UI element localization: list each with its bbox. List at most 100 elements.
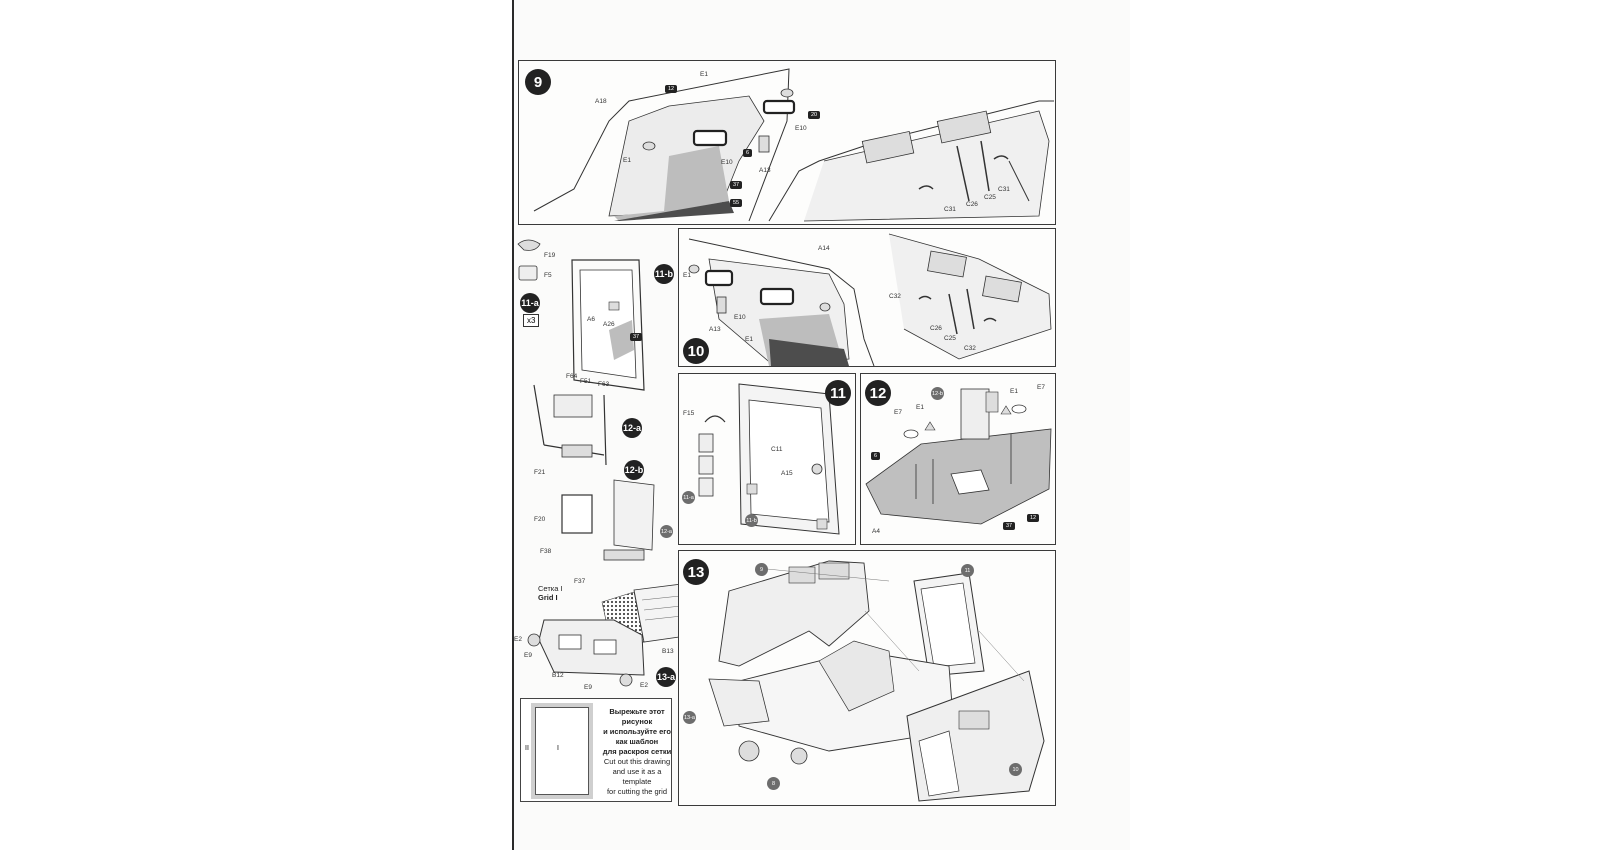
sub-12-b-number: 12-b [624,460,644,480]
part-label: C26 [930,325,942,332]
sub-11-b-number: 11-b [654,264,674,284]
part-label: C32 [964,345,976,352]
ref-badge: 12-b [931,387,944,400]
paint-ref-badge: 6 [871,452,881,460]
grid-title-ru: Сетка I [538,584,563,593]
grid-template-box: II I [520,698,672,802]
part-label: F64 [566,373,578,380]
part-label: C25 [944,335,956,342]
sub-13-a-number: 13-a [656,667,676,687]
part-label: B13 [662,648,674,655]
part-label: A13 [709,326,721,333]
ref-badge: 13-a [683,711,696,724]
paint-ref-badge: 37 [630,333,643,341]
step-12-panel: 12 E7 E1 E1 E7 A4 12-b 6 37 12 [860,373,1056,545]
part-label: F5 [544,272,552,279]
template-text-ru-3: как шаблон [615,737,659,746]
template-text-en-3: for cutting the grid [606,787,668,796]
ref-badge: 11-b [745,514,758,527]
paint-ref-badge: 37 [730,181,743,189]
step-11-number: 11 [825,380,851,406]
part-label: C31 [998,186,1010,193]
part-label: C26 [966,201,978,208]
step-10-panel: 10 E1 A14 A13 E10 E1 C32 C26 C25 C32 [678,228,1056,367]
ref-badge: 12-a [660,525,673,538]
part-label: C11 [771,446,783,453]
template-text-ru-4: для раскроя сетки [602,747,672,756]
paint-ref-badge: 37 [1003,522,1016,530]
part-label: A26 [603,321,615,328]
step-13-number: 13 [683,559,709,585]
part-label: B12 [552,672,564,679]
step-9-number: 9 [525,69,551,95]
part-label: E2 [514,636,522,643]
step-9-panel: 9 A18 E1 E1 E10 E10 A13 C26 C25 C31 C31 … [518,60,1056,225]
ref-badge: 11-a [682,491,695,504]
part-label: A18 [595,98,607,105]
step-13-panel: 13 9 11 13-a 8 10 [678,550,1056,806]
sub-12-drawing [533,384,655,561]
part-label: F19 [544,252,556,259]
sub-13-a-drawing [527,583,687,687]
part-label: E10 [721,159,733,166]
step-11-panel: 11 F15 C11 A15 11-a 11-b [678,373,856,545]
step-11-drawing [698,383,840,535]
part-label: C32 [889,293,901,300]
template-marker-right: I [557,745,559,752]
part-label: E10 [795,125,807,132]
template-cutout-frame [535,707,589,795]
ref-badge: 10 [1009,763,1022,776]
ref-badge: 11 [961,564,974,577]
template-text-en-2: and use it as a template [612,767,662,786]
step-12-drawing [865,388,1052,525]
part-label: E1 [916,404,924,411]
part-label: F21 [534,469,546,476]
part-label: F15 [683,410,695,417]
template-text-ru-1: Вырежьте этот рисунок [609,707,665,726]
template-text-ru-2: и используйте его [603,727,671,736]
step-9-drawing [533,68,1054,222]
part-label: A14 [818,245,830,252]
step-10-drawing [688,233,1052,366]
part-label: F38 [540,548,552,555]
grid-title: Сетка I Grid I [538,584,563,602]
part-label: E9 [524,652,532,659]
paint-ref-badge: 6 [743,149,753,157]
part-label: A13 [759,167,771,174]
step-13-drawing [708,560,1045,802]
paint-ref-badge: 55 [730,199,743,207]
ref-badge: 8 [767,777,780,790]
part-label: C25 [984,194,996,201]
template-instructions: Вырежьте этот рисунок и используйте его … [598,707,676,797]
sub-11-drawing [517,239,645,391]
part-label: E1 [623,157,631,164]
instruction-page: 9 A18 E1 E1 E10 E10 A13 C26 C25 C31 C31 … [514,0,1130,850]
part-label: E9 [584,684,592,691]
part-label: E7 [1037,384,1045,391]
part-label: E1 [700,71,708,78]
sub-11-a-number: 11-a [520,293,540,313]
quantity-label: x3 [523,314,540,327]
part-label: F20 [534,516,546,523]
template-marker-left: II [525,745,529,752]
paint-ref-badge: 12 [665,85,678,93]
part-label: E2 [640,682,648,689]
page-binding-edge [512,0,515,850]
sub-12-a-number: 12-a [622,418,642,438]
step-10-number: 10 [683,338,709,364]
step-12-number: 12 [865,380,891,406]
part-label: E10 [734,314,746,321]
part-label: A15 [781,470,793,477]
paint-ref-badge: 20 [808,111,821,119]
part-label: F51 [580,378,592,385]
paint-ref-badge: 12 [1027,514,1040,522]
part-label: E1 [683,272,691,279]
part-label: E1 [745,336,753,343]
grid-title-en: Grid I [538,593,558,602]
template-text-en-1: Cut out this drawing [603,757,671,766]
part-label: E7 [894,409,902,416]
part-label: C31 [944,206,956,213]
part-label: A6 [587,316,595,323]
part-label: F63 [598,381,610,388]
part-label: E1 [1010,388,1018,395]
